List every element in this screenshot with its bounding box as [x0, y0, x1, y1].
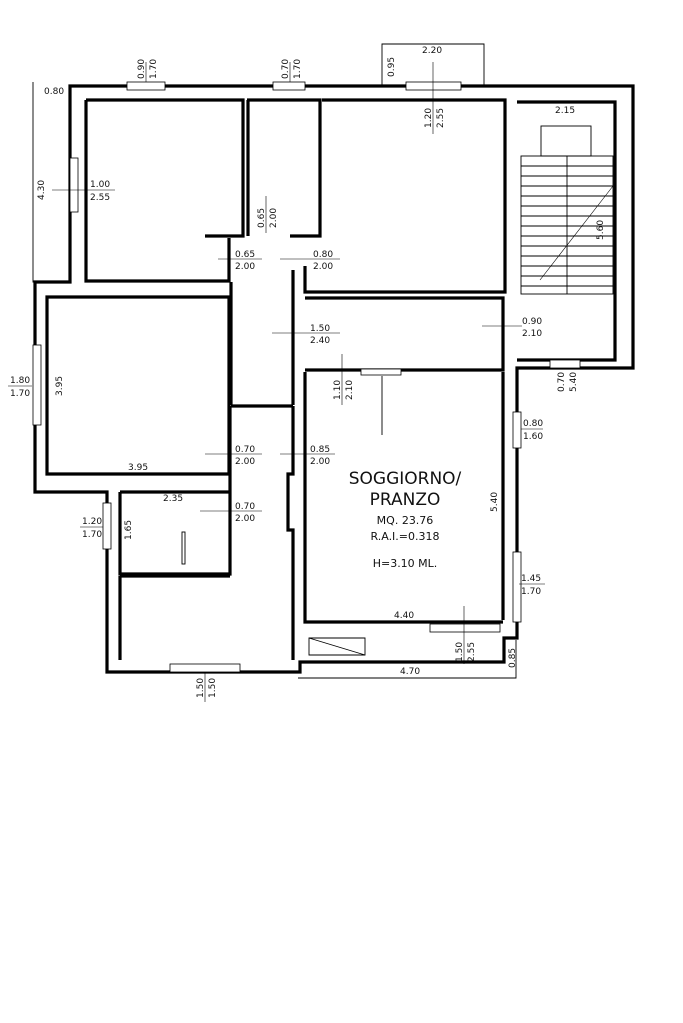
dim-label: 2.00 — [235, 514, 255, 524]
door-leaf — [181, 531, 186, 565]
dim-label: 4.40 — [394, 611, 414, 621]
dim-label: 1.70 — [10, 389, 30, 399]
dim-label: 0.80 — [523, 419, 543, 429]
dim-label: 5.60 — [596, 220, 606, 240]
dim-label: 0.70 — [235, 445, 255, 455]
dim-label: 2.00 — [310, 457, 330, 467]
dim-label: 1.50 — [310, 324, 330, 334]
dim-label: 1.70 — [293, 59, 303, 79]
dim-label: 0.70 — [235, 502, 255, 512]
dim-label: 1.50 — [455, 642, 465, 662]
dim-label: 0.65 — [235, 250, 255, 260]
dim-label: 2.00 — [235, 262, 255, 272]
dim-label: 1.20 — [82, 517, 102, 527]
dim-label: 0.70 — [281, 59, 291, 79]
dim-label: 1.70 — [149, 59, 159, 79]
dim-label: 4.70 — [400, 667, 420, 677]
dim-label: 1.20 — [424, 108, 434, 128]
dim-label: 2.55 — [436, 108, 446, 128]
dim-label: 1.70 — [82, 530, 102, 540]
dim-label: 2.10 — [345, 380, 355, 400]
dim-label: 0.65 — [257, 208, 267, 228]
dim-label: 2.10 — [522, 329, 542, 339]
dim-label: 0.80 — [44, 87, 64, 97]
dim-label: 0.80 — [313, 250, 333, 260]
dim-label: 2.55 — [90, 193, 110, 203]
dim-label: 1.80 — [10, 376, 30, 386]
dim-label: 0.95 — [387, 57, 397, 77]
room-rai: R.A.I.=0.318 — [370, 530, 439, 543]
room-height: H=3.10 ML. — [373, 557, 438, 570]
dim-label: 1.70 — [521, 587, 541, 597]
dim-label: 0.85 — [310, 445, 330, 455]
dim-label: 1.60 — [523, 432, 543, 442]
dim-label: 2.20 — [422, 46, 442, 56]
dim-label: 1.65 — [124, 520, 134, 540]
living-room-label: SOGGIORNO/ PRANZO MQ. 23.76 R.A.I.=0.318… — [349, 469, 462, 570]
dim-label: 2.00 — [313, 262, 333, 272]
staircase — [520, 125, 614, 295]
dim-label: 2.55 — [467, 642, 477, 662]
dim-label: 0.90 — [137, 59, 147, 79]
dim-label: 1.50 — [208, 678, 218, 698]
room-name-line1: SOGGIORNO/ — [349, 469, 462, 489]
dim-label: 3.95 — [128, 463, 148, 473]
terrace-bottom-outline — [298, 640, 517, 679]
windows — [32, 81, 581, 673]
dim-label: 2.00 — [235, 457, 255, 467]
dim-label: 1.10 — [333, 380, 343, 400]
dim-label: 1.50 — [196, 678, 206, 698]
room-name-line2: PRANZO — [370, 490, 441, 510]
dim-label: 5.40 — [490, 492, 500, 512]
dim-label: 4.30 — [37, 180, 47, 200]
dim-label: 2.40 — [310, 336, 330, 346]
dim-label: 1.45 — [521, 574, 541, 584]
dim-label: 0.90 — [522, 317, 542, 327]
interior-walls — [45, 98, 617, 660]
stair-landing — [308, 637, 366, 656]
dim-label: 3.95 — [55, 376, 65, 396]
dimension-labels: 0.80 4.30 1.00 2.55 0.90 1.70 0.70 1.70 … — [8, 46, 606, 702]
dim-label: 5.40 — [569, 372, 579, 392]
dim-label: 1.00 — [90, 180, 110, 190]
dim-label: 0.85 — [508, 648, 518, 668]
dim-label: 2.00 — [269, 208, 279, 228]
dim-label: 2.35 — [163, 494, 183, 504]
balcony-top-outline — [381, 43, 485, 86]
room-area: MQ. 23.76 — [377, 514, 434, 527]
dim-label: 0.70 — [557, 372, 567, 392]
dim-label: 2.15 — [555, 106, 575, 116]
